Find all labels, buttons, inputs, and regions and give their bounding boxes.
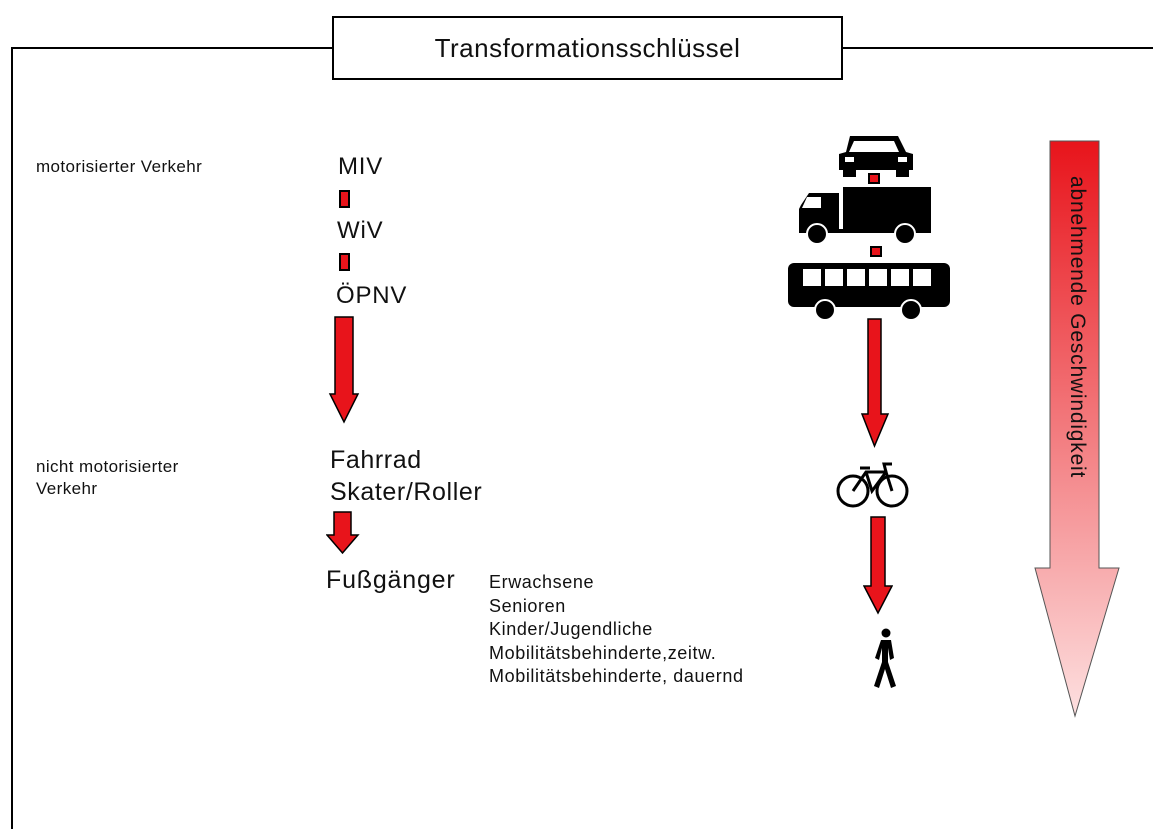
mode-miv: MIV: [338, 153, 384, 180]
category-non-motorized-line2: Verkehr: [36, 479, 98, 498]
connector-square: [339, 253, 350, 271]
speed-axis-label: abnehmende Geschwindigkeit: [1062, 176, 1092, 516]
category-motorized: motorisierter Verkehr: [36, 157, 203, 176]
connector-square: [339, 190, 350, 208]
car-icon: [839, 136, 913, 177]
bus-icon: [788, 263, 950, 321]
category-non-motorized-line1: nicht motorisierter: [36, 457, 179, 476]
mode-fahrrad: Fahrrad: [330, 446, 422, 474]
pedestrian-icon: [874, 628, 896, 688]
speed-axis-text: abnehmende Geschwindigkeit: [1066, 176, 1089, 479]
down-arrow: [861, 318, 890, 448]
mode-opnv: ÖPNV: [336, 282, 408, 309]
pedestrian-group-list: Erwachsene Senioren Kinder/Jugendliche M…: [489, 571, 744, 689]
diagram-title: Transformationsschlüssel: [332, 16, 843, 80]
down-arrow: [326, 511, 360, 555]
speed-gradient-arrow: [1034, 140, 1120, 718]
truck-icon: [799, 187, 931, 245]
bicycle-icon: [836, 462, 909, 508]
pedestrian-group: Mobilitätsbehinderte, dauernd: [489, 666, 744, 686]
pedestrian-group: Kinder/Jugendliche: [489, 619, 653, 639]
connector-square: [868, 173, 880, 184]
mode-fussganger: Fußgänger: [326, 566, 456, 594]
down-arrow: [863, 516, 893, 615]
mode-wiv: WiV: [337, 217, 384, 244]
down-arrow: [328, 316, 360, 424]
mode-skater-roller: Skater/Roller: [330, 478, 483, 506]
pedestrian-group: Erwachsene: [489, 572, 595, 592]
pedestrian-group: Mobilitätsbehinderte,zeitw.: [489, 642, 717, 663]
connector-square: [870, 246, 882, 257]
pedestrian-group: Senioren: [489, 595, 566, 616]
